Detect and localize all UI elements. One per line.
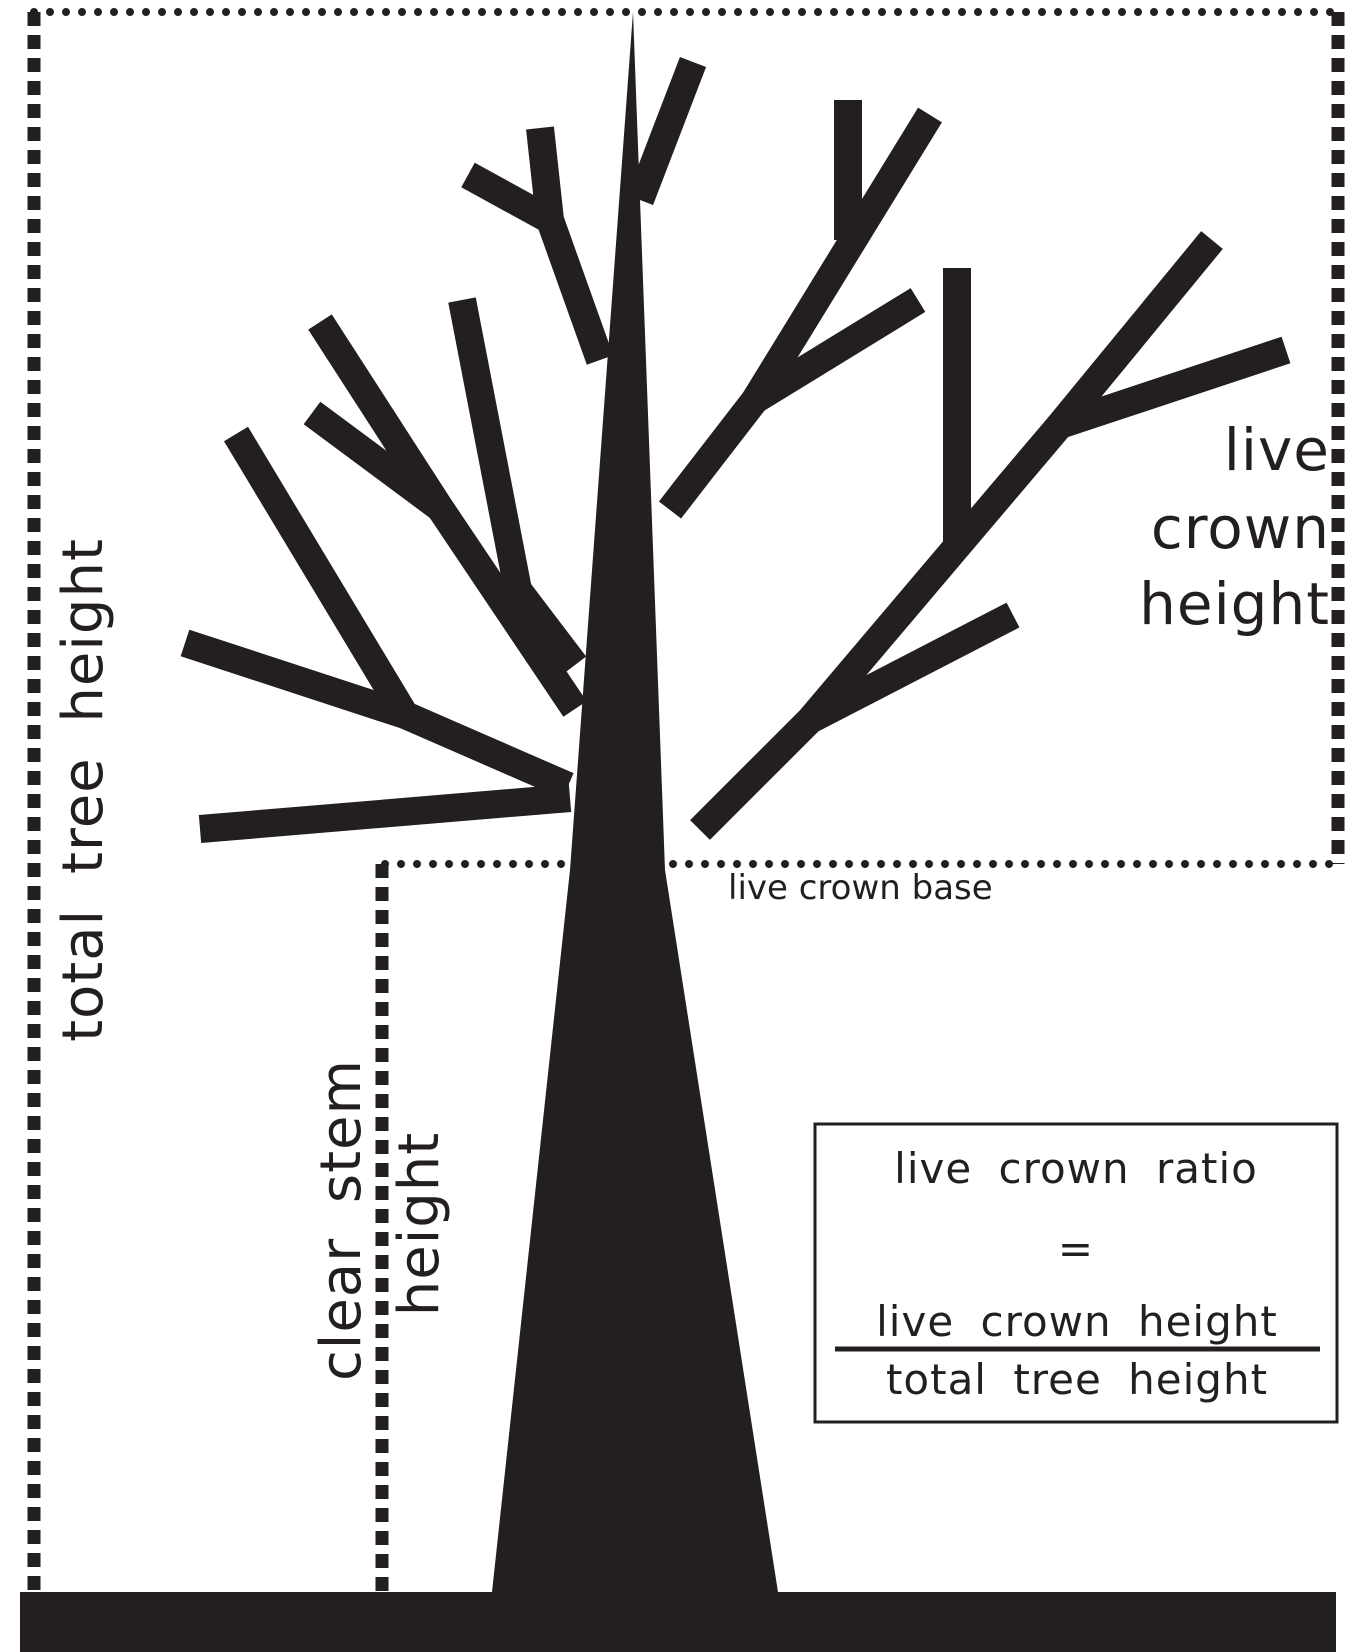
live-crown-height-label-line3: height <box>1139 570 1330 638</box>
branch-bottom-left <box>200 798 570 829</box>
live-crown-height-label-line1: live <box>1224 416 1330 484</box>
tree-branches <box>185 62 1286 830</box>
formula-denominator: total tree height <box>886 1355 1268 1404</box>
branch-top-right-twig <box>640 62 693 200</box>
formula-equals: = <box>1058 1224 1094 1273</box>
clear-stem-height-label-line2: height <box>387 1132 452 1317</box>
formula-numerator: live crown height <box>876 1297 1278 1346</box>
branch-upper-left <box>540 128 600 360</box>
branch-mid-left-upper <box>462 300 575 665</box>
formula-box: live crown ratio = live crown height tot… <box>815 1124 1337 1422</box>
formula-title: live crown ratio <box>894 1144 1258 1193</box>
clear-stem-height-label-line1: clear stem <box>309 1059 374 1381</box>
total-tree-height-label: total tree height <box>51 538 116 1042</box>
ground <box>20 1592 1336 1652</box>
live-crown-base-label: live crown base <box>728 868 993 908</box>
live-crown-height-label-line2: crown <box>1151 494 1330 562</box>
